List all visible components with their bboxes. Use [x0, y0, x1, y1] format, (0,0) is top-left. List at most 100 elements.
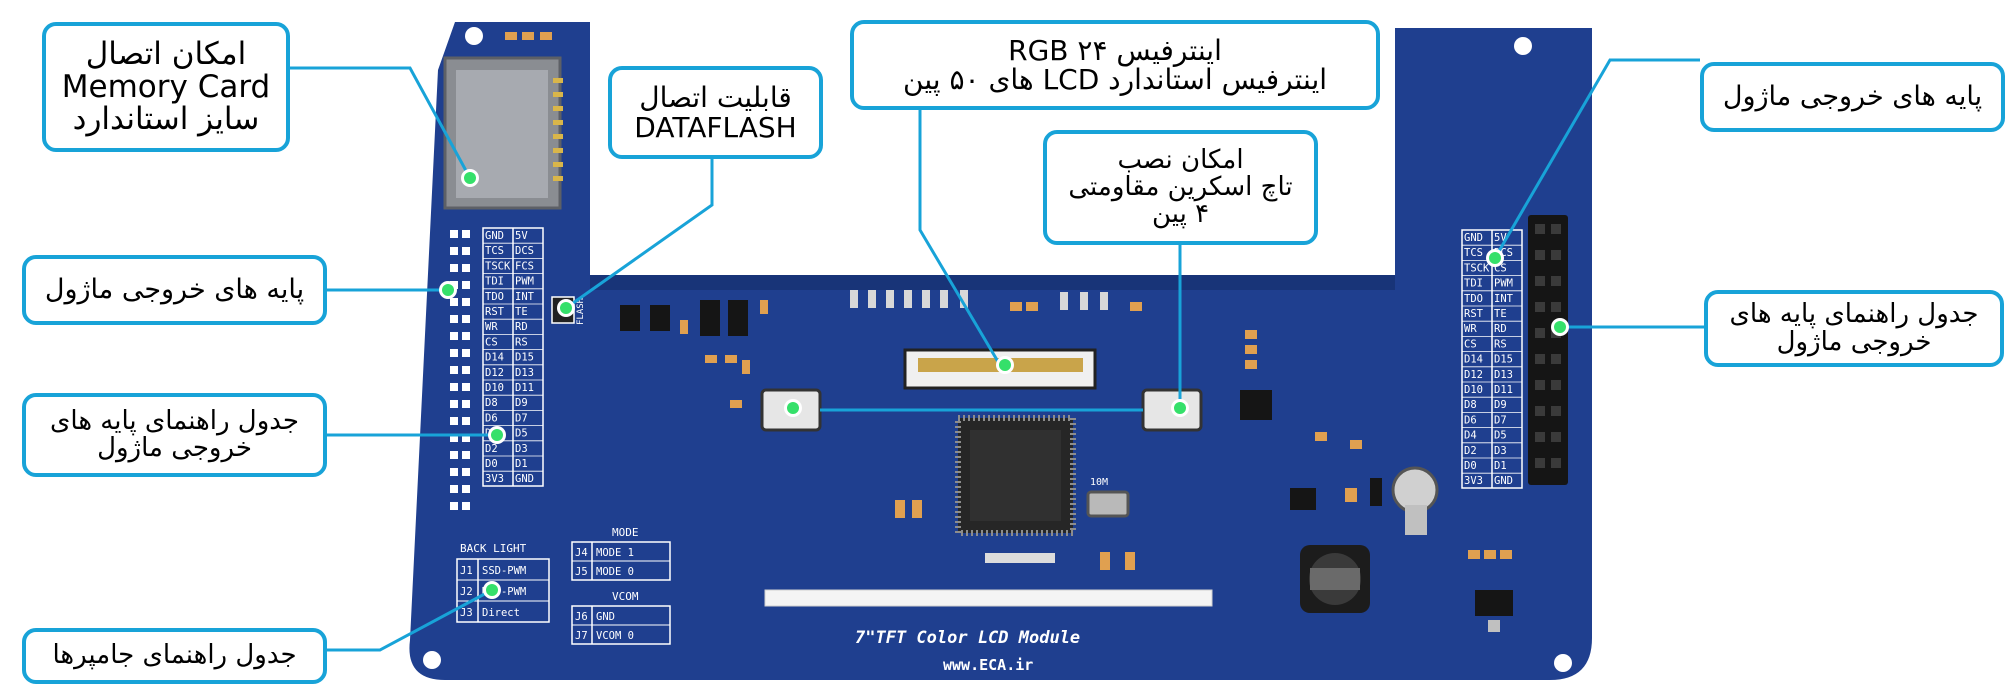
pin-label: RD	[515, 321, 528, 333]
mounting-hole	[423, 651, 441, 669]
svg-text:Direct: Direct	[482, 607, 520, 619]
pin-label: GND	[1464, 232, 1483, 244]
pin-label: 3V3	[485, 473, 504, 485]
pin-label: CS	[1464, 338, 1477, 350]
pin-label: D1	[515, 458, 528, 470]
callout-output-pins-left-line1: پایه های خروجی ماژول	[44, 273, 305, 305]
pin-label: GND	[515, 473, 534, 485]
pin-label: D12	[485, 367, 504, 379]
leader-lines	[288, 58, 1704, 652]
pin-label: FCS	[515, 260, 534, 272]
svg-text:J1: J1	[460, 565, 473, 577]
mode-jumper-table: MODE J4 MODE 1 J5 MODE 0	[571, 526, 671, 581]
callout-output-pins-right: پایه های خروجی ماژول	[1700, 62, 2005, 132]
callout-pin-table-left: جدول راهنمای پایه های خروجی ماژول	[22, 393, 327, 477]
callout-memory-card-line3: سایز استاندارد	[72, 101, 260, 138]
callout-memory-card-line2: Memory Card	[61, 68, 271, 105]
sot-chip	[1290, 488, 1316, 510]
pin-label: TSCK	[1464, 262, 1490, 274]
callout-output-pins-right-line1: پایه های خروجی ماژول	[1722, 80, 1983, 112]
pin-label: TDI	[1464, 278, 1483, 290]
pin-label: D11	[515, 382, 534, 394]
svg-text:J2: J2	[460, 586, 473, 598]
pin-label: RST	[1464, 308, 1484, 320]
pin-label: D14	[1464, 354, 1483, 366]
pin-label: D3	[515, 443, 528, 455]
svg-text:SSD-PWM: SSD-PWM	[482, 565, 526, 577]
pin-label: D7	[515, 412, 528, 424]
svg-text:J6: J6	[575, 611, 588, 623]
svg-text:BACK LIGHT: BACK LIGHT	[460, 542, 527, 555]
pin-label: DCS	[515, 245, 534, 257]
svg-text:MODE: MODE	[612, 526, 639, 539]
pin-label: D10	[485, 382, 504, 394]
pin-label: TCS	[485, 245, 504, 257]
callout-touch-screen-line1: امکان نصب	[1117, 144, 1244, 175]
callout-touch-screen: امکان نصب تاچ اسکرین مقاومتی ۴ پین	[1043, 130, 1318, 245]
pin-label: RST	[485, 306, 505, 318]
callout-rgb-interface: اینترفیس RGB ۲۴ اینترفیس استاندارد LCD ه…	[850, 20, 1380, 110]
callout-touch-screen-line3: ۴ پین	[1151, 199, 1210, 230]
pin-label: TDO	[485, 291, 504, 303]
pin-label: D0	[1464, 460, 1477, 472]
svg-text:J4: J4	[575, 547, 588, 559]
pin-label: D4	[1464, 430, 1477, 442]
pin-label: WR	[1464, 323, 1477, 335]
svg-text:J3: J3	[460, 607, 473, 619]
marker-dots	[439, 169, 1569, 599]
callout-output-pins-left: پایه های خروجی ماژول	[22, 255, 327, 325]
callout-memory-card: امکان اتصال Memory Card سایز استاندارد	[42, 22, 290, 152]
pin-label: D15	[1494, 354, 1513, 366]
right-pin-header	[1528, 215, 1568, 485]
mounting-hole	[1554, 654, 1572, 672]
callout-pin-table-right: جدول راهنمای پایه های خروجی ماژول	[1704, 290, 2004, 367]
svg-text:J7: J7	[575, 630, 588, 642]
pin-label: PWM	[1494, 278, 1513, 290]
svg-text:VCOM: VCOM	[612, 590, 639, 603]
pin-label: D2	[1464, 445, 1477, 457]
callout-dataflash-line1: قابلیت اتصال	[639, 81, 792, 115]
pin-label: INT	[1494, 293, 1514, 305]
callout-pin-table-right-line2: خروجی ماژول	[1776, 326, 1932, 357]
pin-label: WR	[485, 321, 498, 333]
callout-pin-table-right-line1: جدول راهنمای پایه های	[1729, 299, 1979, 330]
pin-label: TE	[515, 306, 528, 318]
pin-label: D12	[1464, 369, 1483, 381]
callout-memory-card-line1: امکان اتصال	[85, 36, 247, 73]
pin-label: D15	[515, 352, 534, 364]
pin-label: D14	[485, 352, 504, 364]
pin-label: D13	[1494, 369, 1513, 381]
pin-label: D13	[515, 367, 534, 379]
regulator-chip	[1240, 390, 1272, 420]
pin-label: D11	[1494, 384, 1513, 396]
pin-label: 3V3	[1464, 475, 1483, 487]
callout-touch-screen-line2: تاچ اسکرین مقاومتی	[1068, 171, 1293, 202]
pin-label: D3	[1494, 445, 1507, 457]
callout-jumper-table: جدول راهنمای جامپرها	[22, 628, 327, 684]
pin-label: TCS	[1464, 247, 1483, 259]
website-text: www.ECA.ir	[943, 656, 1033, 674]
vcom-jumper-table: VCOM J6 GND J7 VCOM 0	[571, 590, 671, 645]
backlight-connector-strip	[764, 589, 1213, 607]
pin-label: D5	[1494, 430, 1507, 442]
callout-pin-table-left-line1: جدول راهنمای پایه های	[50, 405, 299, 436]
pin-label: D8	[485, 397, 498, 409]
svg-text:MODE 0: MODE 0	[596, 566, 634, 578]
svg-text:J5: J5	[575, 566, 588, 578]
svg-text:VCOM 0: VCOM 0	[596, 630, 634, 642]
pin-label: RS	[515, 336, 528, 348]
pin-label: D8	[1464, 399, 1477, 411]
crystal-label: 10M	[1090, 477, 1108, 488]
mounting-hole	[1514, 37, 1532, 55]
pin-label: TE	[1494, 308, 1507, 320]
pin-label: D9	[1494, 399, 1507, 411]
pin-label: TDO	[1464, 293, 1483, 305]
callout-dataflash-line2: DATAFLASH	[634, 110, 797, 144]
module-title: 7"TFT Color LCD Module	[855, 628, 1080, 648]
pin-label: GND	[485, 230, 504, 242]
pin-label: D0	[485, 458, 498, 470]
pin-label: INT	[515, 291, 535, 303]
